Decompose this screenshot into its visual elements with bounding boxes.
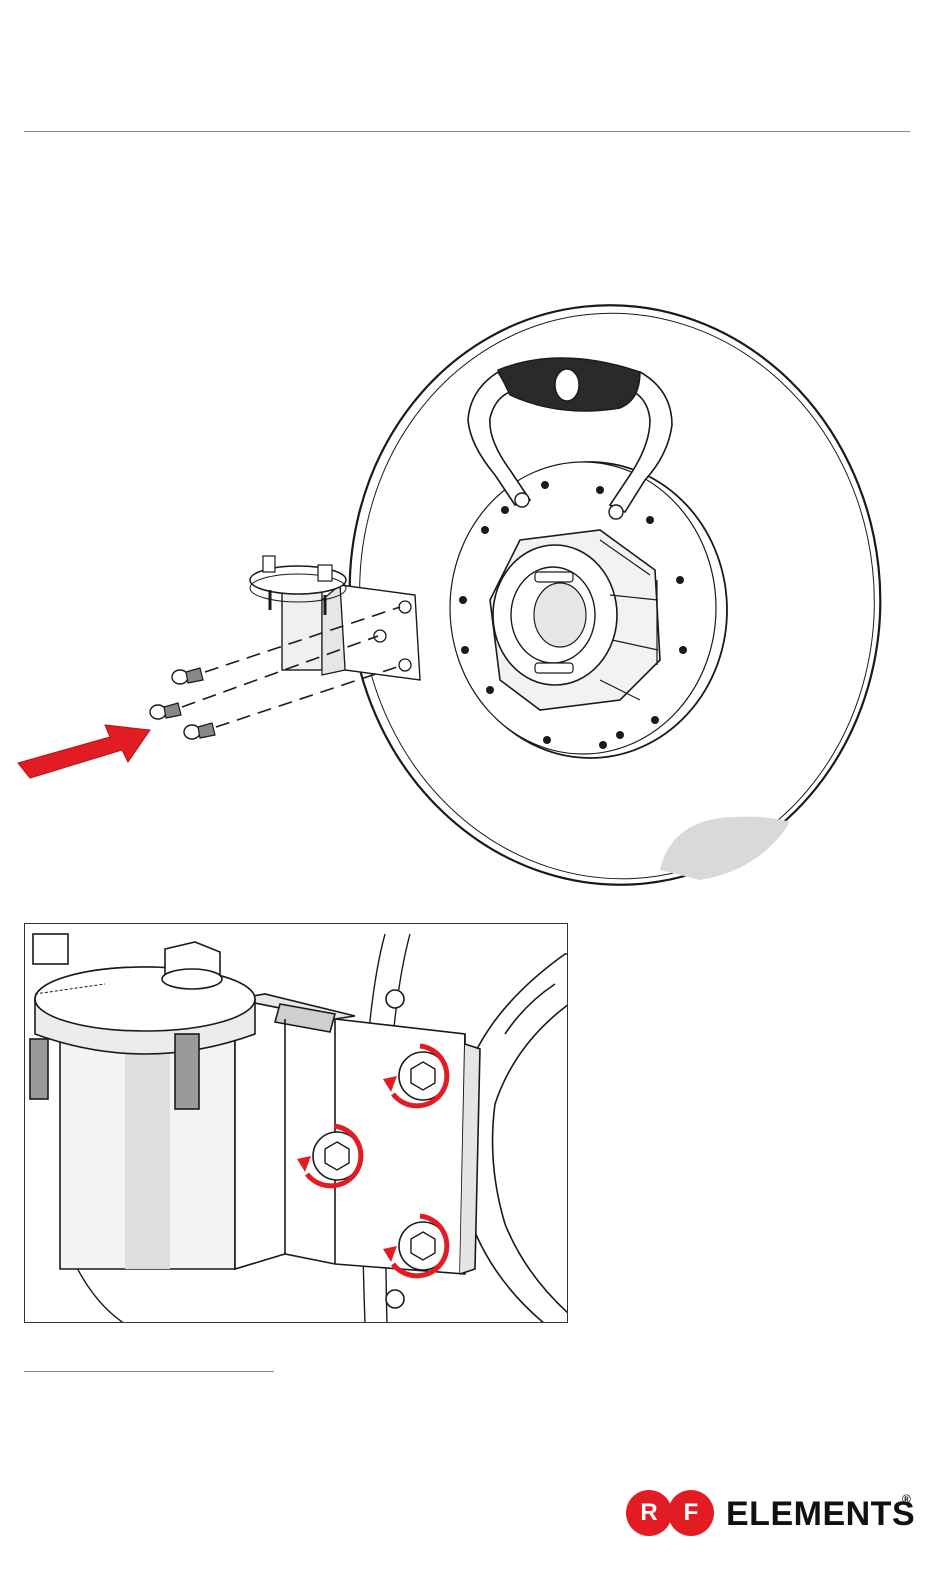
logo-registered-mark: ®: [902, 1492, 911, 1506]
screw-top: [172, 668, 203, 684]
logo-wordmark: ELEMENTS: [726, 1494, 915, 1534]
screw-middle: [150, 703, 181, 719]
screw-bottom: [184, 723, 215, 739]
detail-inset: [24, 923, 568, 1323]
arrow-right-icon: [18, 725, 150, 778]
dish-shadow: [660, 817, 790, 880]
antenna-mount-illustration: [0, 290, 950, 900]
logo-circle-r: R: [626, 1490, 672, 1536]
bolt-tightening-detail: [25, 924, 568, 1323]
top-divider: [24, 131, 910, 132]
mounting-bracket: [250, 556, 420, 680]
feed-horn: [490, 530, 660, 710]
screws: [150, 668, 215, 739]
rf-elements-logo: R F ELEMENTS ®: [626, 1488, 926, 1542]
bottom-divider: [24, 1371, 274, 1372]
logo-circle-f: F: [668, 1490, 714, 1536]
